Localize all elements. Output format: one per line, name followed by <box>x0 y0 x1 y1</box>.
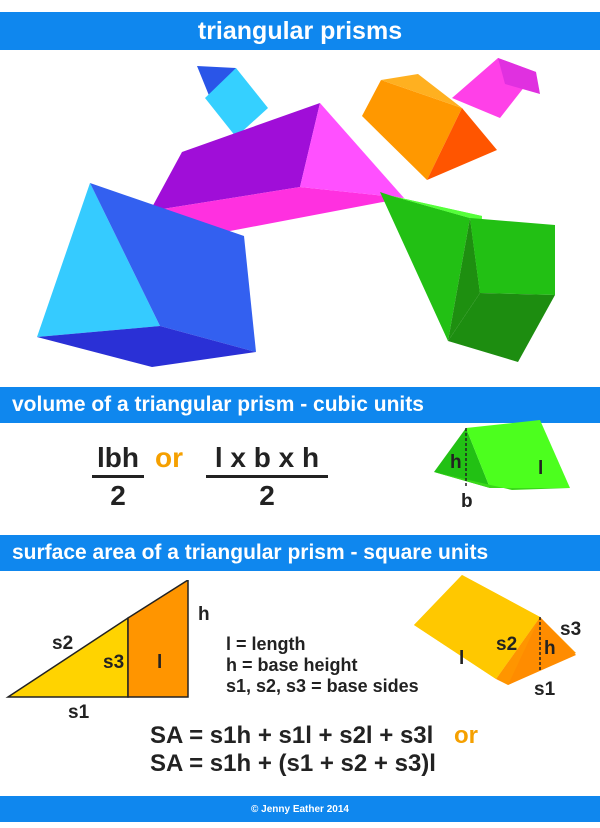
formula-1-denominator: 2 <box>110 480 126 511</box>
net-s3-label: s3 <box>103 652 125 673</box>
volume-banner: volume of a triangular prism - cubic uni… <box>0 387 600 423</box>
definition-base-height: h = base height <box>226 655 358 675</box>
net-diagram <box>5 580 189 698</box>
definition-length: l = length <box>226 634 306 654</box>
net-s2-label: s2 <box>52 633 74 654</box>
sa-prism-s2-label: s2 <box>496 634 518 655</box>
volume-prism-diagram <box>434 420 570 490</box>
volume-heading: volume of a triangular prism - cubic uni… <box>12 393 424 416</box>
prisms-illustration <box>37 58 555 367</box>
sa-or: or <box>453 722 478 749</box>
blue-prism <box>37 183 256 367</box>
volume-prism-h-label: h <box>450 452 462 473</box>
net-l-label: l <box>157 652 163 673</box>
volume-formula-fraction-2: l x b x h 2 <box>206 441 328 514</box>
sa-formula-1: SA = s1h + s1l + s2l + s3l <box>150 722 434 749</box>
volume-prism-l-label: l <box>538 458 544 479</box>
formula-2-numerator: l x b x h <box>206 441 328 478</box>
net-h-label: h <box>198 604 210 625</box>
sa-formula-1-line: SA = s1h + s1l + s2l + s3l or <box>150 722 478 750</box>
formula-1-numerator: lbh <box>92 441 144 478</box>
net-s1-label: s1 <box>68 702 90 723</box>
magenta-prism <box>452 58 540 118</box>
definition-base-sides: s1, s2, s3 = base sides <box>226 676 419 696</box>
surface-banner: surface area of a triangular prism - squ… <box>0 535 600 571</box>
sa-prism-s3-label: s3 <box>560 619 582 640</box>
small-blue-prism <box>197 66 268 137</box>
title-banner: triangular prisms <box>0 12 600 50</box>
sa-prism-s1-label: s1 <box>534 679 556 700</box>
green-prism <box>380 192 555 362</box>
page-title: triangular prisms <box>197 16 403 45</box>
volume-prism-b-label: b <box>461 491 473 512</box>
footer-banner: © Jenny Eather 2014 <box>0 796 600 822</box>
formula-2-denominator: 2 <box>259 480 275 511</box>
volume-or: or <box>155 442 183 473</box>
sa-formula-2: SA = s1h + (s1 + s2 + s3)l <box>150 750 436 777</box>
volume-formula-fraction-1: lbh 2 <box>92 441 144 514</box>
surface-heading: surface area of a triangular prism - squ… <box>12 541 489 564</box>
sa-prism-h-label: h <box>544 638 556 659</box>
orange-prism <box>362 74 497 180</box>
sa-prism-diagram <box>414 575 576 685</box>
copyright-text: © Jenny Eather 2014 <box>251 803 349 815</box>
sa-prism-l-label: l <box>459 648 465 669</box>
